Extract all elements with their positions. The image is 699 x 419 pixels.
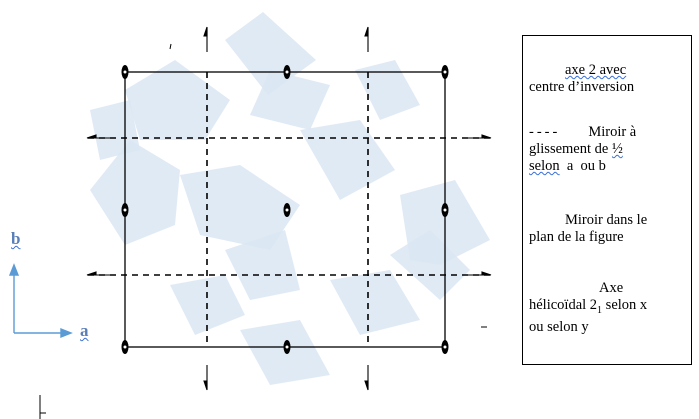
legend-two-fold-line2: centre d’inversion bbox=[529, 79, 635, 95]
glide-planes bbox=[88, 72, 490, 347]
polyhedron bbox=[250, 70, 330, 130]
stray-marks bbox=[39, 43, 487, 419]
legend-item-glide: ---- Miroir à glissement de ½ selon a ou … bbox=[529, 124, 636, 175]
legend-glide-dashes: ---- bbox=[529, 124, 561, 140]
polyhedron bbox=[90, 140, 180, 245]
screw-axis-head bbox=[364, 380, 369, 391]
legend-mirror-line2: plan de la figure bbox=[529, 229, 624, 245]
two-fold-axis-inversion-icon bbox=[283, 65, 291, 79]
legend-glide-line1: Miroir à bbox=[588, 124, 637, 140]
polyhedron bbox=[125, 60, 230, 140]
polyhedron bbox=[390, 230, 470, 300]
legend-screw-line3: ou selon y bbox=[529, 318, 589, 335]
screw-axis-head bbox=[364, 26, 369, 37]
polyhedron bbox=[225, 230, 300, 300]
screw-axis-head bbox=[203, 26, 208, 37]
legend-glide-line2b: ½ bbox=[611, 141, 623, 157]
screw-axis-head bbox=[481, 134, 492, 139]
polyhedra-background bbox=[90, 12, 490, 385]
two-fold-axis-inversion-icon bbox=[121, 340, 129, 354]
two-fold-axis-inversion-icon bbox=[121, 65, 129, 79]
polyhedron bbox=[355, 60, 420, 120]
screw-axis-head bbox=[86, 134, 97, 139]
legend-screw-line2-sub: 1 bbox=[597, 304, 603, 316]
legend-glide-line3a: selon bbox=[529, 158, 560, 174]
two-fold-axis-inversion-icon bbox=[441, 65, 449, 79]
two-fold-axis-inversion-icon bbox=[121, 203, 129, 217]
polyhedron bbox=[330, 270, 420, 335]
two-fold-axis-inversion-icon bbox=[283, 340, 291, 354]
legend-screw-line2b: selon x bbox=[602, 297, 648, 313]
legend-mirror-line1: Miroir dans le bbox=[565, 212, 648, 228]
two-fold-axis-inversion-icon bbox=[441, 203, 449, 217]
screw-axis-head bbox=[86, 271, 97, 276]
legend-glide-line3b: a ou b bbox=[559, 158, 606, 174]
polyhedron bbox=[225, 12, 316, 95]
polyhedron bbox=[300, 120, 395, 200]
legend-box: axe 2 avec centre d’inversion ---- Miroir… bbox=[522, 35, 692, 365]
two-fold-axis-inversion-icon bbox=[441, 340, 449, 354]
legend-item-mirror: Miroir dans le plan de la figure bbox=[529, 212, 647, 246]
polyhedron bbox=[180, 165, 300, 250]
legend-screw-line1: Axe bbox=[599, 280, 624, 296]
legend-two-fold-line1: axe 2 avec bbox=[565, 62, 627, 78]
legend-item-two-fold: axe 2 avec centre d’inversion bbox=[529, 62, 634, 96]
legend-screw-line2a: hélicoïdal 2 bbox=[529, 297, 598, 313]
two-fold-axes bbox=[121, 65, 449, 354]
legend-item-screw: Axe hélicoïdal 21 selon x ou selon y bbox=[529, 280, 647, 336]
screw-axes bbox=[86, 26, 492, 391]
polyhedron bbox=[90, 100, 140, 160]
axis-a-arrowhead bbox=[60, 327, 73, 339]
screw-axis-head bbox=[481, 271, 492, 276]
screw-axis-head bbox=[203, 380, 208, 391]
crystal-axes bbox=[8, 263, 73, 339]
legend-glide-line2a: glissement de bbox=[529, 141, 612, 157]
axis-a-label: a bbox=[80, 321, 89, 340]
axis-b-label: b bbox=[11, 229, 21, 248]
axis-b-arrowhead bbox=[8, 263, 20, 276]
two-fold-axis-inversion-icon bbox=[283, 203, 291, 217]
